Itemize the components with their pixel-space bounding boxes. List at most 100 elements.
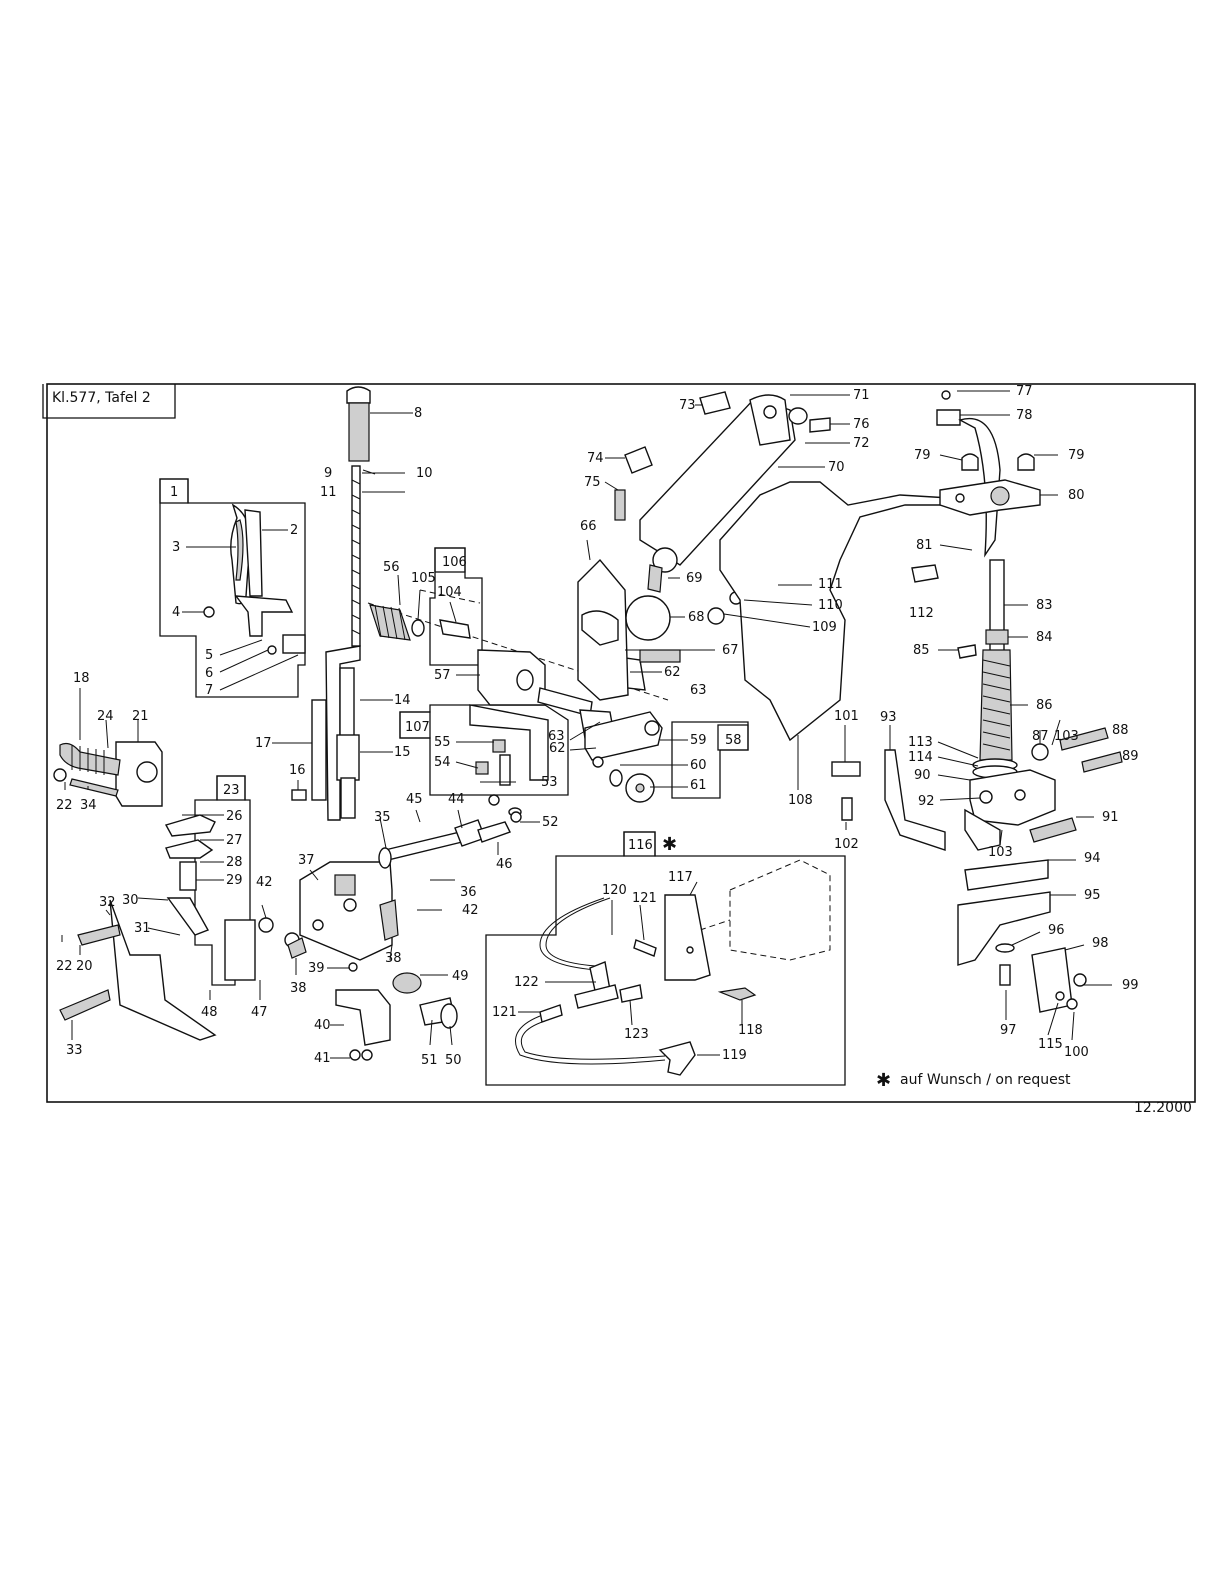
part-label-78: 78	[1016, 408, 1033, 423]
part-label-73: 73	[679, 398, 696, 413]
part-label-75: 75	[584, 475, 601, 490]
part-label-2: 2	[290, 523, 298, 538]
part-label-48: 48	[201, 1005, 218, 1020]
part-label-31: 31	[134, 921, 151, 936]
part-label-80: 80	[1068, 488, 1085, 503]
part-label-69: 69	[686, 571, 703, 586]
group-label-23: 23	[223, 783, 240, 798]
part-label-87: 87	[1032, 729, 1049, 744]
part-label-92: 92	[918, 794, 935, 809]
air-cylinder-assembly	[577, 391, 953, 742]
part-label-117: 117	[668, 870, 693, 885]
part-label-59: 59	[690, 733, 707, 748]
part-label-72: 72	[853, 436, 870, 451]
title-box	[42, 384, 176, 419]
part-label-38: 38	[290, 981, 307, 996]
part-label-22: 22	[56, 959, 73, 974]
group-number-boxes	[159, 478, 749, 857]
part-label-7: 7	[205, 683, 213, 698]
part-label-6: 6	[205, 666, 213, 681]
part-label-104: 104	[437, 585, 462, 600]
part-label-27: 27	[226, 833, 243, 848]
part-label-18: 18	[73, 671, 90, 686]
part-label-110: 110	[818, 598, 843, 613]
part-label-8: 8	[414, 406, 422, 421]
part-label-63: 63	[690, 683, 707, 698]
part-label-84: 84	[1036, 630, 1053, 645]
on-request-note: auf Wunsch / on request	[900, 1072, 1071, 1088]
lever-assembly	[59, 814, 300, 1041]
part-label-118: 118	[738, 1023, 763, 1038]
part-label-96: 96	[1048, 923, 1065, 938]
part-label-89: 89	[1122, 749, 1139, 764]
part-label-42: 42	[256, 875, 273, 890]
part-label-121: 121	[492, 1005, 517, 1020]
spring-block-assembly	[53, 741, 163, 807]
link-assembly	[367, 589, 669, 823]
part-label-46: 46	[496, 857, 513, 872]
part-label-17: 17	[255, 736, 272, 751]
part-label-86: 86	[1036, 698, 1053, 713]
part-label-95: 95	[1084, 888, 1101, 903]
part-label-79: 79	[914, 448, 931, 463]
part-label-44: 44	[448, 792, 465, 807]
group-box-1	[159, 478, 306, 698]
part-label-77: 77	[1016, 384, 1033, 399]
part-label-103: 103	[988, 845, 1013, 860]
part-label-88: 88	[1112, 723, 1129, 738]
part-label-10: 10	[416, 466, 433, 481]
part-label-122: 122	[514, 975, 539, 990]
part-label-41: 41	[314, 1051, 331, 1066]
group-label-106: 106	[442, 555, 467, 570]
part-label-83: 83	[1036, 598, 1053, 613]
part-label-68: 68	[688, 610, 705, 625]
part-label-91: 91	[1102, 810, 1119, 825]
part-label-14: 14	[394, 693, 411, 708]
part-label-109: 109	[812, 620, 837, 635]
part-label-98: 98	[1092, 936, 1109, 951]
part-label-112: 112	[909, 606, 934, 621]
part-label-24: 24	[97, 709, 114, 724]
part-label-62: 62	[664, 665, 681, 680]
part-label-37: 37	[298, 853, 315, 868]
part-label-49: 49	[452, 969, 469, 984]
part-label-56: 56	[383, 560, 400, 575]
part-label-94: 94	[1084, 851, 1101, 866]
part-label-115: 115	[1038, 1037, 1063, 1052]
part-label-105: 105	[411, 571, 436, 586]
leader-lines	[61, 390, 1112, 1059]
part-label-45: 45	[406, 792, 423, 807]
part-label-3: 3	[172, 540, 180, 555]
sheet-title: Kl.577, Tafel 2	[52, 390, 151, 406]
part-label-16: 16	[289, 763, 306, 778]
part-label-30: 30	[122, 893, 139, 908]
note-asterisk: ✱	[876, 1070, 891, 1091]
slide-block-assembly	[287, 807, 522, 1061]
part-label-47: 47	[251, 1005, 268, 1020]
air-hose-kit	[515, 859, 831, 1076]
part-label-63: 63	[548, 729, 565, 744]
part-label-36: 36	[460, 885, 477, 900]
part-label-108: 108	[788, 793, 813, 808]
part-label-55: 55	[434, 735, 451, 750]
part-label-11: 11	[320, 485, 337, 500]
part-label-111: 111	[818, 577, 843, 592]
part-label-113: 113	[908, 735, 933, 750]
part-label-85: 85	[913, 643, 930, 658]
part-label-21: 21	[132, 709, 149, 724]
spindle-assembly	[291, 386, 371, 821]
part-label-42: 42	[462, 903, 479, 918]
part-label-99: 99	[1122, 978, 1139, 993]
part-label-28: 28	[226, 855, 243, 870]
part-label-20: 20	[76, 959, 93, 974]
part-label-93: 93	[880, 710, 897, 725]
part-label-103: 103	[1054, 729, 1079, 744]
part-label-54: 54	[434, 755, 451, 770]
part-label-61: 61	[690, 778, 707, 793]
part-label-97: 97	[1000, 1023, 1017, 1038]
part-label-76: 76	[853, 417, 870, 432]
part-label-33: 33	[66, 1043, 83, 1058]
part-label-22: 22	[56, 798, 73, 813]
